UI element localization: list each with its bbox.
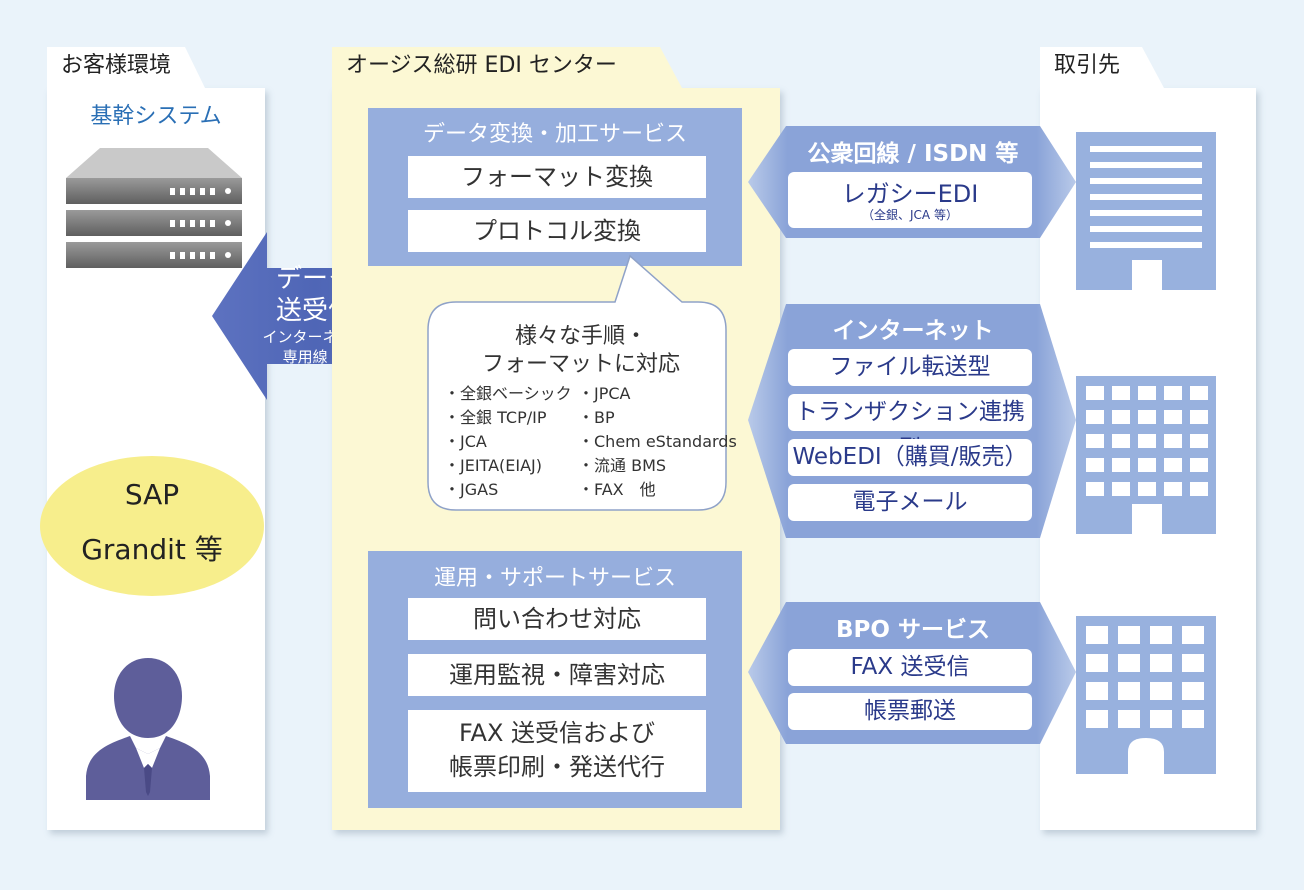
bubble-title-2: フォーマットに対応 bbox=[481, 352, 680, 377]
support-service-title: 運用・サポートサービス bbox=[433, 566, 676, 591]
building-icon-3 bbox=[1076, 616, 1216, 774]
customer-tab-shape bbox=[47, 47, 205, 88]
erp-line-1: SAP bbox=[124, 478, 180, 511]
protocol-list-1: ・全銀ベーシック ・全銀 TCP/IP ・JCA ・JEITA(EIAJ) ・J… bbox=[444, 382, 572, 502]
operation-monitoring: 運用監視・障害対応 bbox=[408, 654, 706, 696]
internet-title: インターネット bbox=[832, 318, 994, 344]
format-conversion: フォーマット変換 bbox=[408, 156, 706, 198]
file-transfer: ファイル転送型 bbox=[788, 349, 1032, 386]
email: 電子メール bbox=[788, 484, 1032, 521]
web-edi: WebEDI（購買/販売） bbox=[788, 439, 1032, 476]
partners-tab-shape bbox=[1040, 47, 1164, 88]
fax-send-receive: FAX 送受信 bbox=[788, 649, 1032, 686]
core-system-label: 基幹システム bbox=[90, 104, 222, 129]
conversion-service-title: データ変換・加工サービス bbox=[422, 122, 687, 147]
list-item: ・JCA bbox=[444, 432, 487, 451]
protocol-conversion: プロトコル変換 bbox=[408, 210, 706, 252]
building-icon-2 bbox=[1076, 376, 1216, 534]
list-item: ・JGAS bbox=[444, 480, 499, 499]
person-icon bbox=[86, 658, 210, 800]
speech-bubble bbox=[427, 254, 727, 511]
protocol-list-2: ・JPCA ・BP ・Chem eStandards ・流通 BMS ・FAX … bbox=[578, 382, 737, 502]
erp-ellipse bbox=[40, 456, 264, 596]
form-mailing: 帳票郵送 bbox=[788, 693, 1032, 730]
list-item: ・全銀ベーシック bbox=[444, 384, 572, 403]
list-item: ・JEITA(EIAJ) bbox=[444, 456, 543, 475]
fax-print-line-1: FAX 送受信および bbox=[458, 719, 656, 747]
fax-print-line-2: 帳票印刷・発送代行 bbox=[449, 753, 665, 781]
center-tab: オージス総研 EDI センター bbox=[346, 53, 617, 78]
list-item: ・JPCA bbox=[578, 384, 631, 403]
legacy-edi-label: レガシーEDI bbox=[841, 180, 979, 208]
fax-print-service: FAX 送受信および 帳票印刷・発送代行 bbox=[408, 710, 706, 792]
inquiry-support: 問い合わせ対応 bbox=[408, 598, 706, 640]
legacy-edi-note: （全銀、JCA 等） bbox=[862, 208, 958, 222]
list-item: ・全銀 TCP/IP bbox=[444, 408, 547, 427]
public-line-title: 公衆回線 / ISDN 等 bbox=[807, 141, 1019, 167]
erp-line-2: Grandit 等 bbox=[81, 533, 223, 566]
list-item: ・BP bbox=[578, 408, 615, 427]
building-icon-1 bbox=[1076, 132, 1216, 290]
list-item: ・Chem eStandards bbox=[578, 432, 737, 451]
customer-tab: お客様環境 bbox=[61, 53, 172, 78]
list-item: ・FAX 他 bbox=[578, 480, 656, 499]
center-tab-shape bbox=[332, 47, 682, 88]
transaction-link: トランザクション連携型 bbox=[788, 394, 1032, 462]
bubble-title-1: 様々な手順・ bbox=[514, 324, 647, 349]
server-icon bbox=[66, 148, 242, 268]
list-item: ・流通 BMS bbox=[578, 456, 667, 475]
legacy-edi-box bbox=[788, 172, 1032, 228]
arrow-sub-2: 専用線 等 bbox=[282, 348, 348, 366]
bpo-title: BPO サービス bbox=[836, 617, 990, 643]
partners-tab: 取引先 bbox=[1054, 53, 1121, 78]
